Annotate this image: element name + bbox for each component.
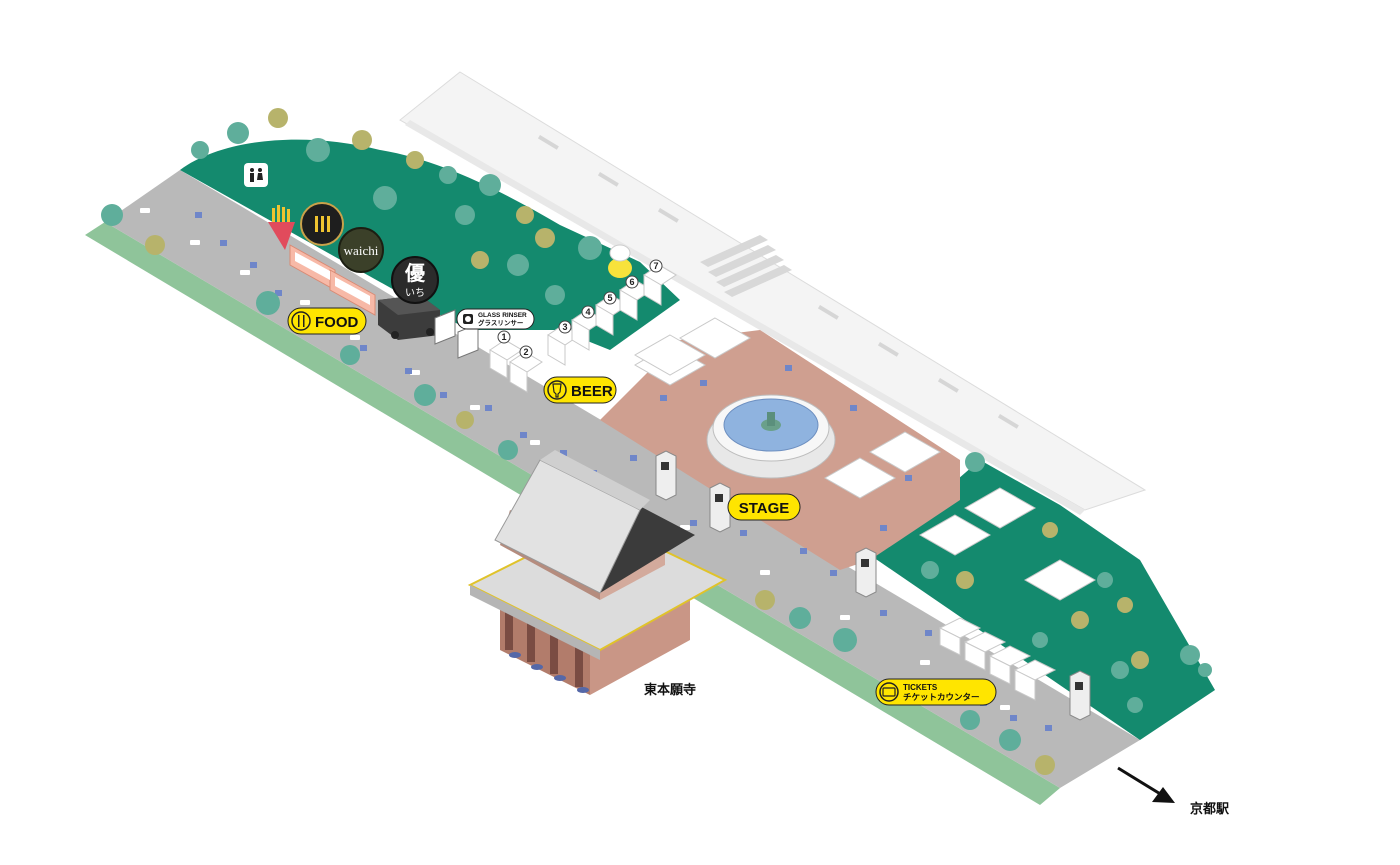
- speaker-tower: [709, 482, 731, 533]
- vendor-logo-waichi: waichi: [338, 227, 384, 273]
- fountain: [706, 394, 836, 479]
- restroom-icon: [244, 163, 268, 187]
- svg-text:TICKETS: TICKETS: [903, 683, 938, 692]
- temple-gate: [467, 450, 728, 695]
- trees: [101, 108, 1212, 775]
- booth-number-1: 1: [497, 330, 511, 344]
- svg-text:いち: いち: [405, 287, 425, 299]
- vendor-logo-iii: [300, 202, 344, 246]
- booth-number-4: 4: [581, 305, 595, 319]
- beer-label: BEER: [543, 376, 617, 404]
- tickets-label: TICKETS チケットカウンター: [875, 678, 997, 706]
- vendor-logo-ichi: 優 いち: [391, 256, 439, 304]
- ticket-booths: [938, 617, 1057, 701]
- speaker-tower: [855, 547, 877, 598]
- svg-text:BEER: BEER: [571, 383, 613, 400]
- booth-number-7: 7: [649, 259, 663, 273]
- svg-text:3: 3: [562, 322, 567, 332]
- svg-text:GLASS RINSER: GLASS RINSER: [478, 312, 527, 319]
- glass-rinser-icon: [463, 314, 473, 324]
- svg-text:7: 7: [653, 261, 658, 271]
- ticket-icon: [879, 682, 899, 702]
- speaker-tower: [1069, 670, 1091, 721]
- booth-number-6: 6: [625, 275, 639, 289]
- svg-text:FOOD: FOOD: [315, 314, 358, 331]
- seating-cubes: [195, 212, 1052, 731]
- beer-booths: [489, 264, 677, 393]
- booth-number-5: 5: [603, 291, 617, 305]
- fork-knife-icon: [291, 311, 311, 331]
- speaker-tower: [655, 450, 677, 501]
- svg-text:STAGE: STAGE: [739, 500, 790, 517]
- food-truck: [378, 295, 440, 340]
- plaza-tents: [633, 317, 1097, 601]
- temple-name: 東本願寺: [644, 682, 696, 697]
- fries-icon: [268, 205, 295, 250]
- speaker-towers: [434, 309, 1091, 721]
- svg-text:グラスリンサー: グラスリンサー: [478, 318, 523, 327]
- glass-rinser-label: GLASS RINSER グラスリンサー: [456, 308, 535, 330]
- station-name: 京都駅: [1190, 801, 1230, 816]
- svg-text:5: 5: [607, 293, 612, 303]
- stage-label: STAGE: [727, 493, 801, 521]
- road-markings: [140, 208, 1010, 710]
- beer-tank: [608, 244, 632, 278]
- booth-number-3: 3: [558, 320, 572, 334]
- beer-glass-icon: [547, 380, 567, 400]
- svg-text:waichi: waichi: [344, 243, 379, 258]
- crosswalk: [700, 235, 792, 297]
- svg-text:1: 1: [501, 332, 506, 342]
- svg-text:4: 4: [585, 307, 590, 317]
- svg-text:チケットカウンター: チケットカウンター: [903, 692, 980, 702]
- food-stalls: [289, 244, 376, 316]
- background-street: [399, 71, 1147, 515]
- svg-text:6: 6: [629, 277, 634, 287]
- beer-booth-numbers: 1 2 3 4 5 6 7: [497, 259, 663, 359]
- svg-text:2: 2: [523, 347, 528, 357]
- sign-board: [434, 309, 456, 345]
- arrow-icon: [1117, 766, 1175, 803]
- svg-text:優: 優: [404, 261, 426, 285]
- booth-number-2: 2: [519, 345, 533, 359]
- food-label: FOOD: [287, 307, 367, 335]
